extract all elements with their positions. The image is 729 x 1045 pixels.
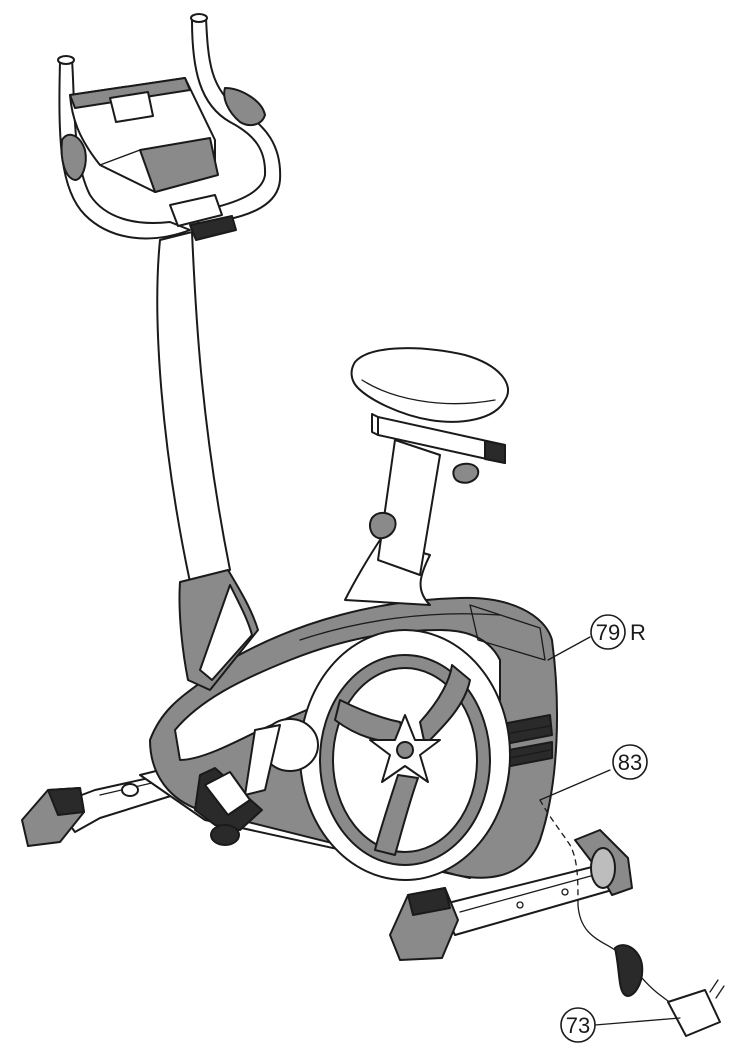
- flywheel: [299, 629, 511, 881]
- leader-lines: [539, 636, 681, 1026]
- callout-79-suffix: R: [630, 620, 646, 645]
- callout-79: 79 R: [590, 614, 646, 650]
- seat-assembly: [344, 347, 510, 606]
- callout-79-number: 79: [596, 620, 620, 645]
- crank-pedal: [194, 718, 319, 846]
- power-adapter: [539, 799, 725, 1037]
- console: [69, 77, 219, 193]
- console-mast: [156, 231, 259, 691]
- rear-stabilizer: [389, 829, 633, 961]
- callout-83: 83: [612, 744, 648, 780]
- handlebars: [57, 13, 282, 241]
- callout-73-number: 73: [566, 1013, 590, 1038]
- callout-73: 73: [560, 1007, 596, 1043]
- callout-83-number: 83: [618, 750, 642, 775]
